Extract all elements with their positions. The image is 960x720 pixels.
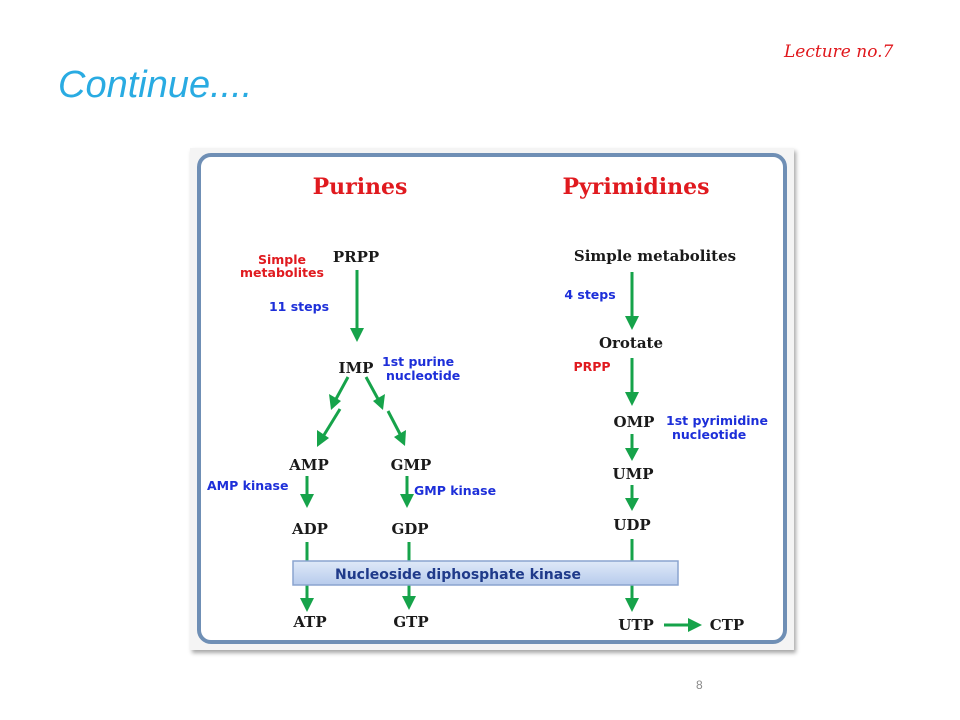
first-pyrimidine-nucleotide-line1: 1st pyrimidine (666, 413, 768, 428)
first-purine-nucleotide-line1: 1st purine (382, 354, 454, 369)
nucleoside-diphosphate-kinase-label: Nucleoside diphosphate kinase (335, 567, 581, 583)
slide-title: Continue.... (58, 64, 253, 106)
adp-label: ADP (291, 520, 328, 538)
pyrimidine-simple-metabolites-label: Simple metabolites (574, 247, 736, 265)
arrow-gmp-to-gdp (400, 476, 414, 508)
gmp-kinase-label: GMP kinase (414, 483, 496, 498)
orotate-label: Orotate (599, 334, 663, 352)
ctp-label: CTP (710, 616, 744, 634)
purine-steps-label: 11 steps (269, 299, 329, 314)
pyrimidines-heading: Pyrimidines (562, 174, 709, 200)
arrow-metabolites-to-orotate (625, 272, 639, 330)
purine-simple-metabolites-line2: metabolites (240, 265, 324, 280)
gmp-label: GMP (391, 456, 432, 474)
nucleoside-diphosphate-kinase-bar (292, 560, 679, 586)
purine-prpp-label: PRPP (333, 248, 379, 266)
arrow-ump-to-udp (625, 485, 639, 511)
utp-label: UTP (618, 616, 654, 634)
amp-kinase-label: AMP kinase (207, 478, 288, 493)
lecture-number-label: Lecture no.7 (784, 42, 894, 62)
arrow-utp-to-ctp (664, 618, 702, 632)
atp-label: ATP (292, 613, 326, 631)
first-purine-nucleotide-line2: nucleotide (386, 368, 460, 383)
gtp-label: GTP (393, 613, 428, 631)
arrow-to-gmp (386, 410, 406, 446)
pyrimidine-steps-label: 4 steps (564, 287, 615, 302)
arrow-orotate-to-omp (625, 358, 639, 406)
arrow-amp-to-adp (300, 476, 314, 508)
arrow-imp-branch-right (364, 376, 385, 410)
pyrimidine-prpp-label: PRPP (573, 359, 610, 374)
arrow-prpp-to-imp (350, 270, 364, 342)
ump-label: UMP (613, 465, 654, 483)
page-number: 8 (696, 678, 703, 692)
gdp-label: GDP (391, 520, 428, 538)
nucleotide-synthesis-diagram: Purines Pyrimidines PRPP Simple metaboli… (190, 148, 794, 650)
udp-label: UDP (613, 516, 650, 534)
arrow-omp-to-ump (625, 434, 639, 461)
arrow-imp-branch-left (329, 376, 350, 410)
diagram-canvas: Purines Pyrimidines PRPP Simple metaboli… (197, 153, 787, 644)
first-pyrimidine-nucleotide-line2: nucleotide (672, 427, 746, 442)
diagram-frame (197, 153, 787, 644)
imp-label: IMP (339, 359, 374, 377)
arrow-to-amp (317, 408, 342, 447)
amp-label: AMP (288, 456, 329, 474)
purine-simple-metabolites-line1: Simple (258, 252, 306, 267)
purines-heading: Purines (313, 174, 408, 200)
omp-label: OMP (614, 413, 655, 431)
